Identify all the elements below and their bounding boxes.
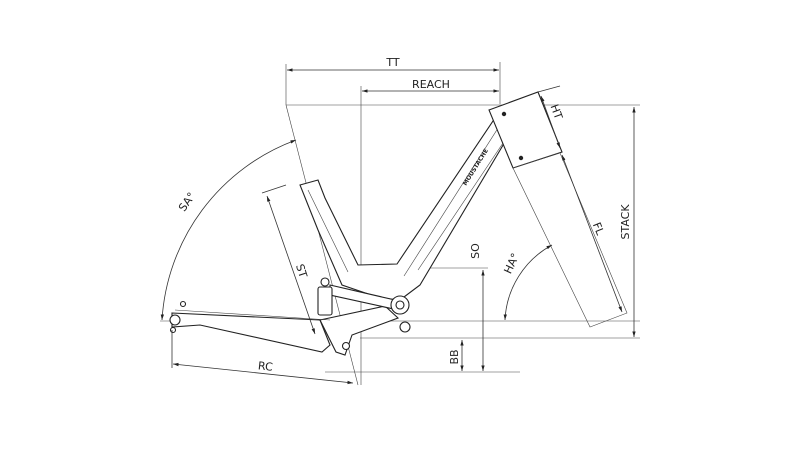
reference-lines <box>160 62 640 386</box>
label-ha: HA° <box>501 251 522 276</box>
label-reach: REACH <box>412 78 450 91</box>
label-st: ST <box>293 262 310 279</box>
label-ht: HT <box>548 103 565 122</box>
label-tt: TT <box>385 56 400 69</box>
label-fl: FL <box>590 220 607 237</box>
label-so: SO <box>469 243 482 259</box>
bike-frame: MOUSTACHE <box>169 91 628 356</box>
label-bb: BB <box>448 349 461 364</box>
label-rc: RC <box>257 359 273 374</box>
label-stack: STACK <box>619 204 632 240</box>
dimension-lines <box>160 68 636 385</box>
label-sa: SA° <box>176 190 198 214</box>
